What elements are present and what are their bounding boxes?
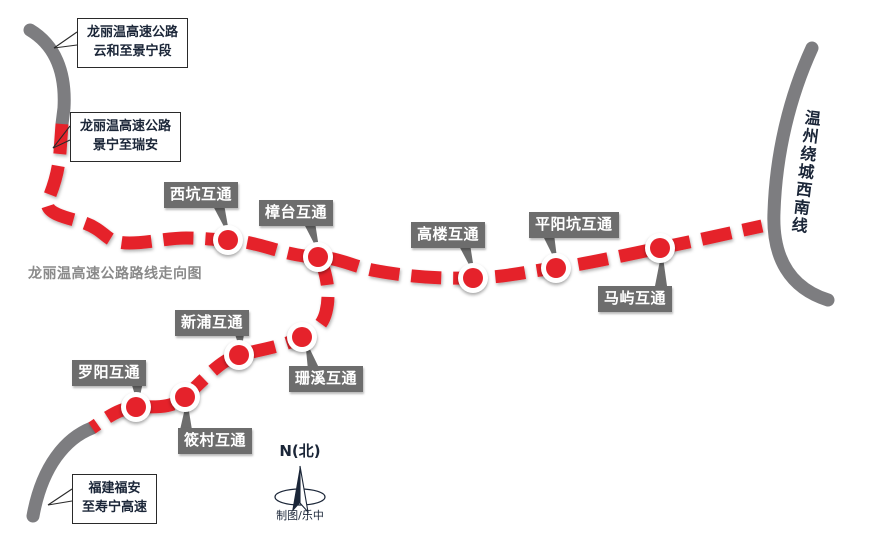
interchange-node-pingyangkeng[interactable] (541, 253, 571, 283)
callout-fujian-fuan-line2: 至寿宁高速 (82, 499, 148, 515)
callout-leader-lines (47, 31, 78, 506)
callout-jingning-ruian-line2: 景宁至瑞安 (93, 137, 159, 153)
interchange-label-xiaocun[interactable]: 筱村互通 (178, 428, 253, 454)
interchange-node-gaolou[interactable] (458, 263, 488, 293)
interchange-label-xikeng[interactable]: 西坑互通 (164, 182, 239, 208)
interchange-label-gaolou[interactable]: 高楼互通 (411, 222, 486, 248)
interchange-node-zhangtai[interactable] (303, 242, 333, 272)
compass-north-label: N(北) (279, 442, 321, 460)
map-caption: 龙丽温高速公路路线走向图 (28, 266, 202, 282)
map-credit: 制图/乐中 (276, 509, 324, 522)
highway-main-line (40, 123, 764, 285)
callout-jingning-ruian-line1: 龙丽温高速公路 (80, 119, 172, 134)
callout-yunhe-jingning-line2: 云和至景宁段 (93, 43, 172, 59)
highway-spur-line (88, 255, 335, 434)
interchange-node-xinpu[interactable] (224, 340, 254, 370)
interchange-label-zhangtai[interactable]: 樟台互通 (259, 200, 334, 226)
interchange-label-mayu[interactable]: 马屿互通 (598, 286, 673, 312)
gray-road-east-ring (767, 41, 835, 307)
callout-fujian-fuan: 福建福安 至寿宁高速 (72, 474, 158, 524)
gray-road-southwest (26, 421, 99, 523)
interchange-node-shanxi[interactable] (287, 322, 317, 352)
gray-road-northwest (23, 23, 71, 131)
interchange-label-shanxi[interactable]: 珊溪互通 (289, 366, 364, 392)
interchange-label-pingyangkeng[interactable]: 平阳坑互通 (529, 212, 619, 238)
compass-block: N(北) (265, 440, 335, 461)
callout-yunhe-jingning-line1: 龙丽温高速公路 (87, 25, 179, 40)
callout-fujian-fuan-line1: 福建福安 (88, 481, 141, 496)
interchange-node-mayu[interactable] (645, 233, 675, 263)
interchange-label-xinpu[interactable]: 新浦互通 (175, 310, 250, 336)
interchange-node-xiaocun[interactable] (170, 382, 200, 412)
callout-jingning-ruian: 龙丽温高速公路 景宁至瑞安 (70, 112, 182, 162)
compass-credit-block: 制图/乐中 (265, 506, 335, 523)
interchange-node-xikeng[interactable] (213, 225, 243, 255)
callout-yunhe-jingning: 龙丽温高速公路 云和至景宁段 (77, 18, 189, 68)
interchange-label-luoyang[interactable]: 罗阳互通 (72, 360, 147, 386)
compass-rose (274, 465, 326, 514)
interchange-node-luoyang[interactable] (121, 392, 151, 422)
